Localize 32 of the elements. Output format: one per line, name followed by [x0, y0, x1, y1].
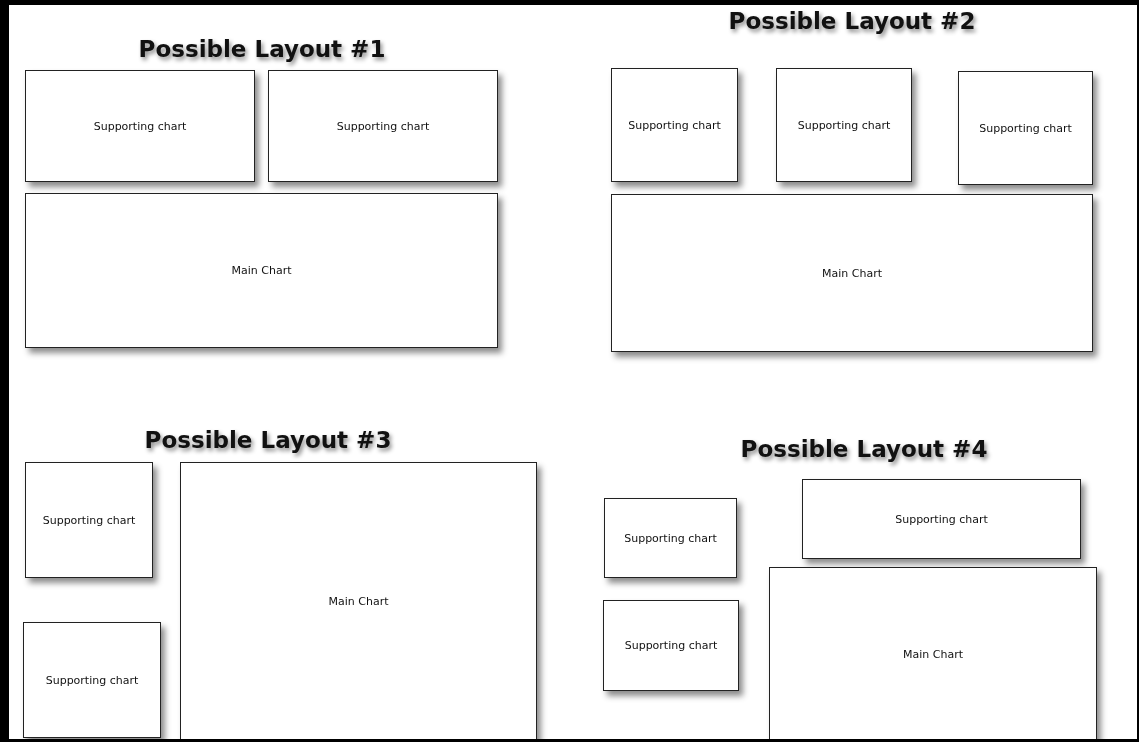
chart-name: Main Chart: [903, 648, 963, 661]
chart-name: Supporting chart: [624, 531, 717, 545]
chart-placeholder-box: [23, 622, 161, 738]
chart-name: Supporting chart: [42, 513, 136, 527]
layout-heading: Possible Layout #4: [740, 436, 988, 462]
layout-heading: Possible Layout #1: [138, 36, 386, 62]
chart-name: Supporting chart: [895, 512, 988, 526]
chart-name: Main Chart: [328, 594, 389, 608]
chart-name: Supporting chart: [628, 118, 721, 132]
chart-name: Supporting chart: [45, 673, 139, 687]
chart-placeholder-box: [25, 462, 153, 578]
chart-placeholder-box: [604, 498, 737, 578]
chart-placeholder-box: [268, 70, 498, 182]
chart-placeholder-box: [769, 567, 1097, 739]
chart-name: Supporting chart: [93, 119, 187, 133]
chart-placeholder-box: [611, 194, 1093, 352]
chart-placeholder-box: [776, 68, 912, 182]
chart-placeholder-box: [25, 193, 498, 348]
layout-heading: Possible Layout #2: [728, 8, 976, 34]
chart-name: Main Chart: [822, 266, 882, 280]
chart-placeholder-box: [180, 462, 537, 739]
chart-name: Main Chart: [231, 264, 292, 277]
chart-name: Supporting chart: [979, 121, 1072, 135]
chart-name: Supporting chart: [336, 119, 430, 133]
chart-placeholder-box: [958, 71, 1093, 185]
chart-name: Supporting chart: [797, 118, 891, 132]
chart-placeholder-box: [802, 479, 1081, 559]
layout-heading: Possible Layout #3: [144, 427, 392, 453]
chart-placeholder-box: [603, 600, 739, 691]
chart-placeholder-box: [611, 68, 738, 182]
chart-placeholder-box: [25, 70, 255, 182]
chart-name: Supporting chart: [624, 639, 718, 652]
